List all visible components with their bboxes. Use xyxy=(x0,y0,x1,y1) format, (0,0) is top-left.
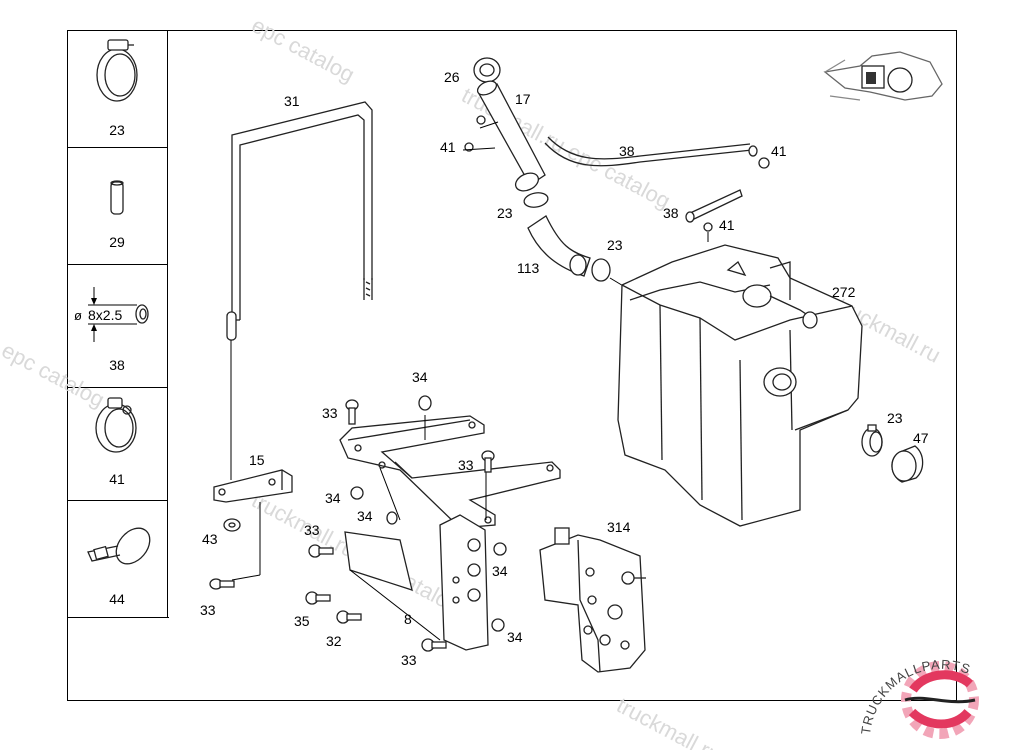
callout-34: 34 xyxy=(412,369,428,385)
bolt-33 xyxy=(308,544,334,558)
bolt-33 xyxy=(345,399,359,425)
cable-tie-icon xyxy=(87,527,151,565)
legend-cell-44[interactable]: 44 xyxy=(67,501,167,618)
spring-clamp-icon xyxy=(95,397,137,453)
spring-clamp-41 xyxy=(462,115,496,152)
legend-number: 29 xyxy=(109,234,125,250)
watermark-text: epc catalog xyxy=(0,337,109,412)
callout-33: 33 xyxy=(458,457,474,473)
fluid-tank-272 xyxy=(617,244,863,527)
watermark-text: truckmall.ru xyxy=(613,692,725,750)
legend-cell-29[interactable]: 29 xyxy=(67,148,167,265)
callout-23: 23 xyxy=(497,205,513,221)
parts-legend-sidebar: 23 29 38 41 44 xyxy=(67,30,168,618)
pump-314 xyxy=(539,527,646,673)
bolt-33 xyxy=(209,578,235,590)
callout-33: 33 xyxy=(304,522,320,538)
callout-35: 35 xyxy=(294,613,310,629)
callout-34: 34 xyxy=(492,563,508,579)
callout-47: 47 xyxy=(913,430,929,446)
callout-314: 314 xyxy=(607,519,631,535)
legend-cell-23[interactable]: 23 xyxy=(67,30,167,148)
callout-labels: 26 17 31 41 38 41 23 38 41 23 113 272 23… xyxy=(200,69,929,668)
bolt-33 xyxy=(481,450,495,473)
callout-33: 33 xyxy=(322,405,338,421)
vehicle-reference-sketch xyxy=(823,51,943,101)
watermark-text: epc catalog xyxy=(248,12,359,87)
legend-cell-41[interactable]: 41 xyxy=(67,388,167,501)
callout-23: 23 xyxy=(887,410,903,426)
callout-34: 34 xyxy=(325,490,341,506)
callout-23: 23 xyxy=(607,237,623,253)
mounting-plate-8 xyxy=(344,514,489,651)
hose-dimension-label: 8x2.5 xyxy=(88,307,122,323)
callout-17: 17 xyxy=(515,91,531,107)
bolt-35 xyxy=(305,591,331,605)
callout-31: 31 xyxy=(284,93,300,109)
diameter-symbol: ø xyxy=(74,308,82,323)
callout-272: 272 xyxy=(832,284,856,300)
nut-34 xyxy=(418,395,432,411)
callout-33: 33 xyxy=(401,652,417,668)
legend-cell-38[interactable]: 38 xyxy=(67,265,167,388)
callout-38: 38 xyxy=(663,205,679,221)
callout-34: 34 xyxy=(507,629,523,645)
bolt-33 xyxy=(421,638,447,652)
bolts-group xyxy=(209,395,507,652)
sidebar-divider xyxy=(67,617,169,618)
legend-number: 38 xyxy=(109,357,125,373)
callout-15: 15 xyxy=(249,452,265,468)
nut-34 xyxy=(491,618,505,632)
legend-number: 23 xyxy=(109,122,125,138)
carrier-bracket xyxy=(339,415,561,529)
legend-number: 44 xyxy=(109,591,125,607)
diagram-frame xyxy=(67,30,957,701)
hose-dimension-icon: ø 8x2.5 xyxy=(74,287,149,342)
hose-clamp-icon xyxy=(96,39,138,102)
washer-43 xyxy=(223,518,241,532)
callout-113: 113 xyxy=(517,260,540,276)
bracket-15 xyxy=(213,469,293,581)
callout-43: 43 xyxy=(202,531,218,547)
hose-113 xyxy=(523,192,631,291)
nut-34 xyxy=(493,542,507,556)
callout-41: 41 xyxy=(719,217,735,233)
callout-26: 26 xyxy=(444,69,460,85)
callout-41: 41 xyxy=(440,139,456,155)
hose-38-short xyxy=(685,189,743,242)
callout-8: 8 xyxy=(404,611,412,627)
callout-38: 38 xyxy=(619,143,635,159)
strap-31 xyxy=(226,101,373,480)
legend-number: 41 xyxy=(109,471,125,487)
callout-34: 34 xyxy=(357,508,373,524)
nut-34 xyxy=(386,511,398,525)
sleeve-icon xyxy=(110,180,124,215)
hose-38 xyxy=(544,136,770,169)
cap-47-assembly xyxy=(861,424,924,483)
callout-32: 32 xyxy=(326,633,342,649)
callout-33: 33 xyxy=(200,602,216,618)
truckmallparts-logo: TRUCKMALLPARTS xyxy=(858,657,979,739)
callout-41: 41 xyxy=(771,143,787,159)
bolt-32 xyxy=(336,610,362,624)
nut-34 xyxy=(350,486,364,500)
filler-neck-17 xyxy=(473,57,546,192)
